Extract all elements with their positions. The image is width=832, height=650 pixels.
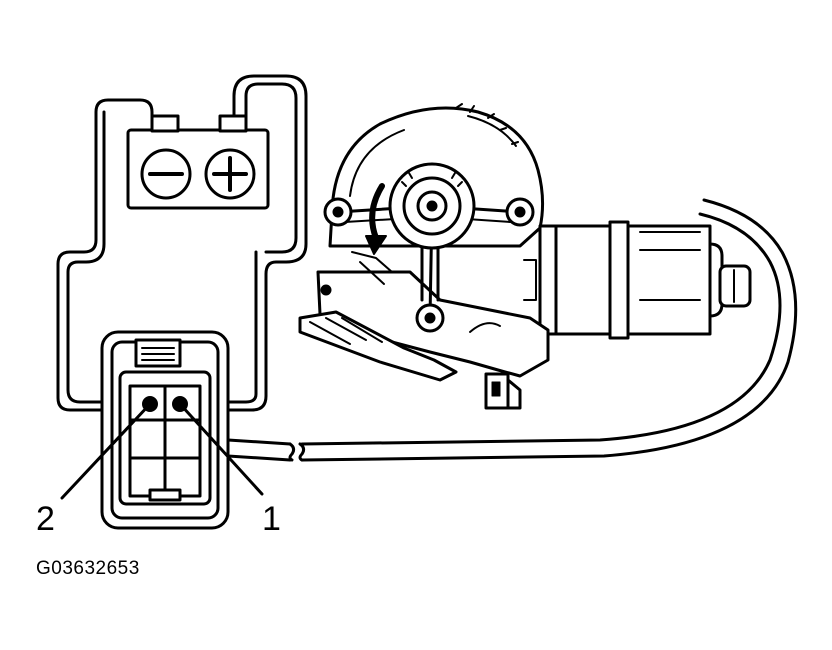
figure-id: G03632653: [36, 558, 140, 579]
jumper-wire-outer-positive: [244, 82, 298, 254]
pin1-leader: [178, 402, 264, 496]
wiper-motor: [298, 103, 752, 410]
pin2-leader: [60, 402, 152, 500]
jumper-wire-inner-positive: [184, 74, 308, 412]
rotation-arrow-icon: [365, 183, 387, 255]
jumper-wires: [56, 74, 308, 412]
jumper-wire-outer: [56, 98, 154, 412]
jumper-wire-inner: [66, 110, 150, 404]
pin-2-label: 2: [36, 500, 55, 538]
pin-1-label: 1: [262, 500, 281, 538]
motor-connector: [100, 330, 292, 530]
battery: [126, 114, 270, 210]
positive-terminal-post: [218, 114, 248, 133]
motor-harness: [288, 198, 798, 462]
negative-terminal-post: [150, 114, 180, 133]
